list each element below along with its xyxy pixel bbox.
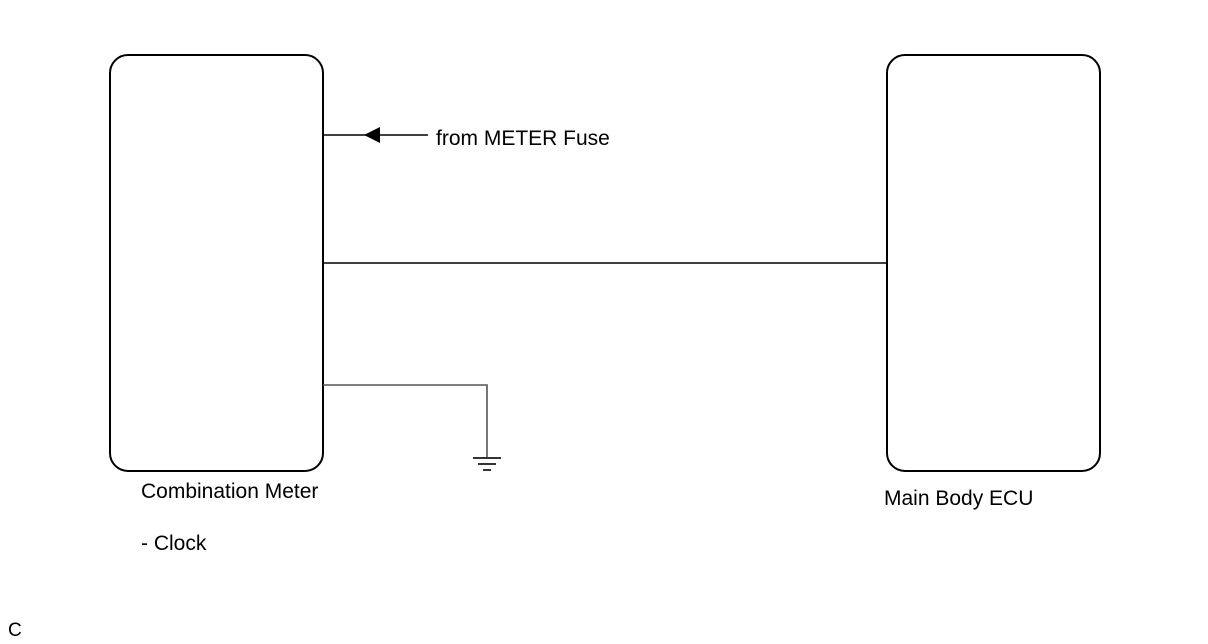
main-body-ecu-label: Main Body ECU — [884, 487, 1033, 510]
ground-icon — [473, 457, 501, 471]
combination-meter-label: Combination Meter — [141, 480, 318, 503]
fuse-arrow-icon — [364, 127, 380, 143]
combination-meter-sub-label: - Clock — [141, 532, 207, 555]
figure-code: C — [8, 620, 22, 641]
ground-wire — [323, 384, 488, 458]
fuse-label: from METER Fuse — [436, 127, 610, 150]
main-body-ecu-box — [886, 54, 1101, 472]
combination-meter-box — [109, 54, 324, 472]
